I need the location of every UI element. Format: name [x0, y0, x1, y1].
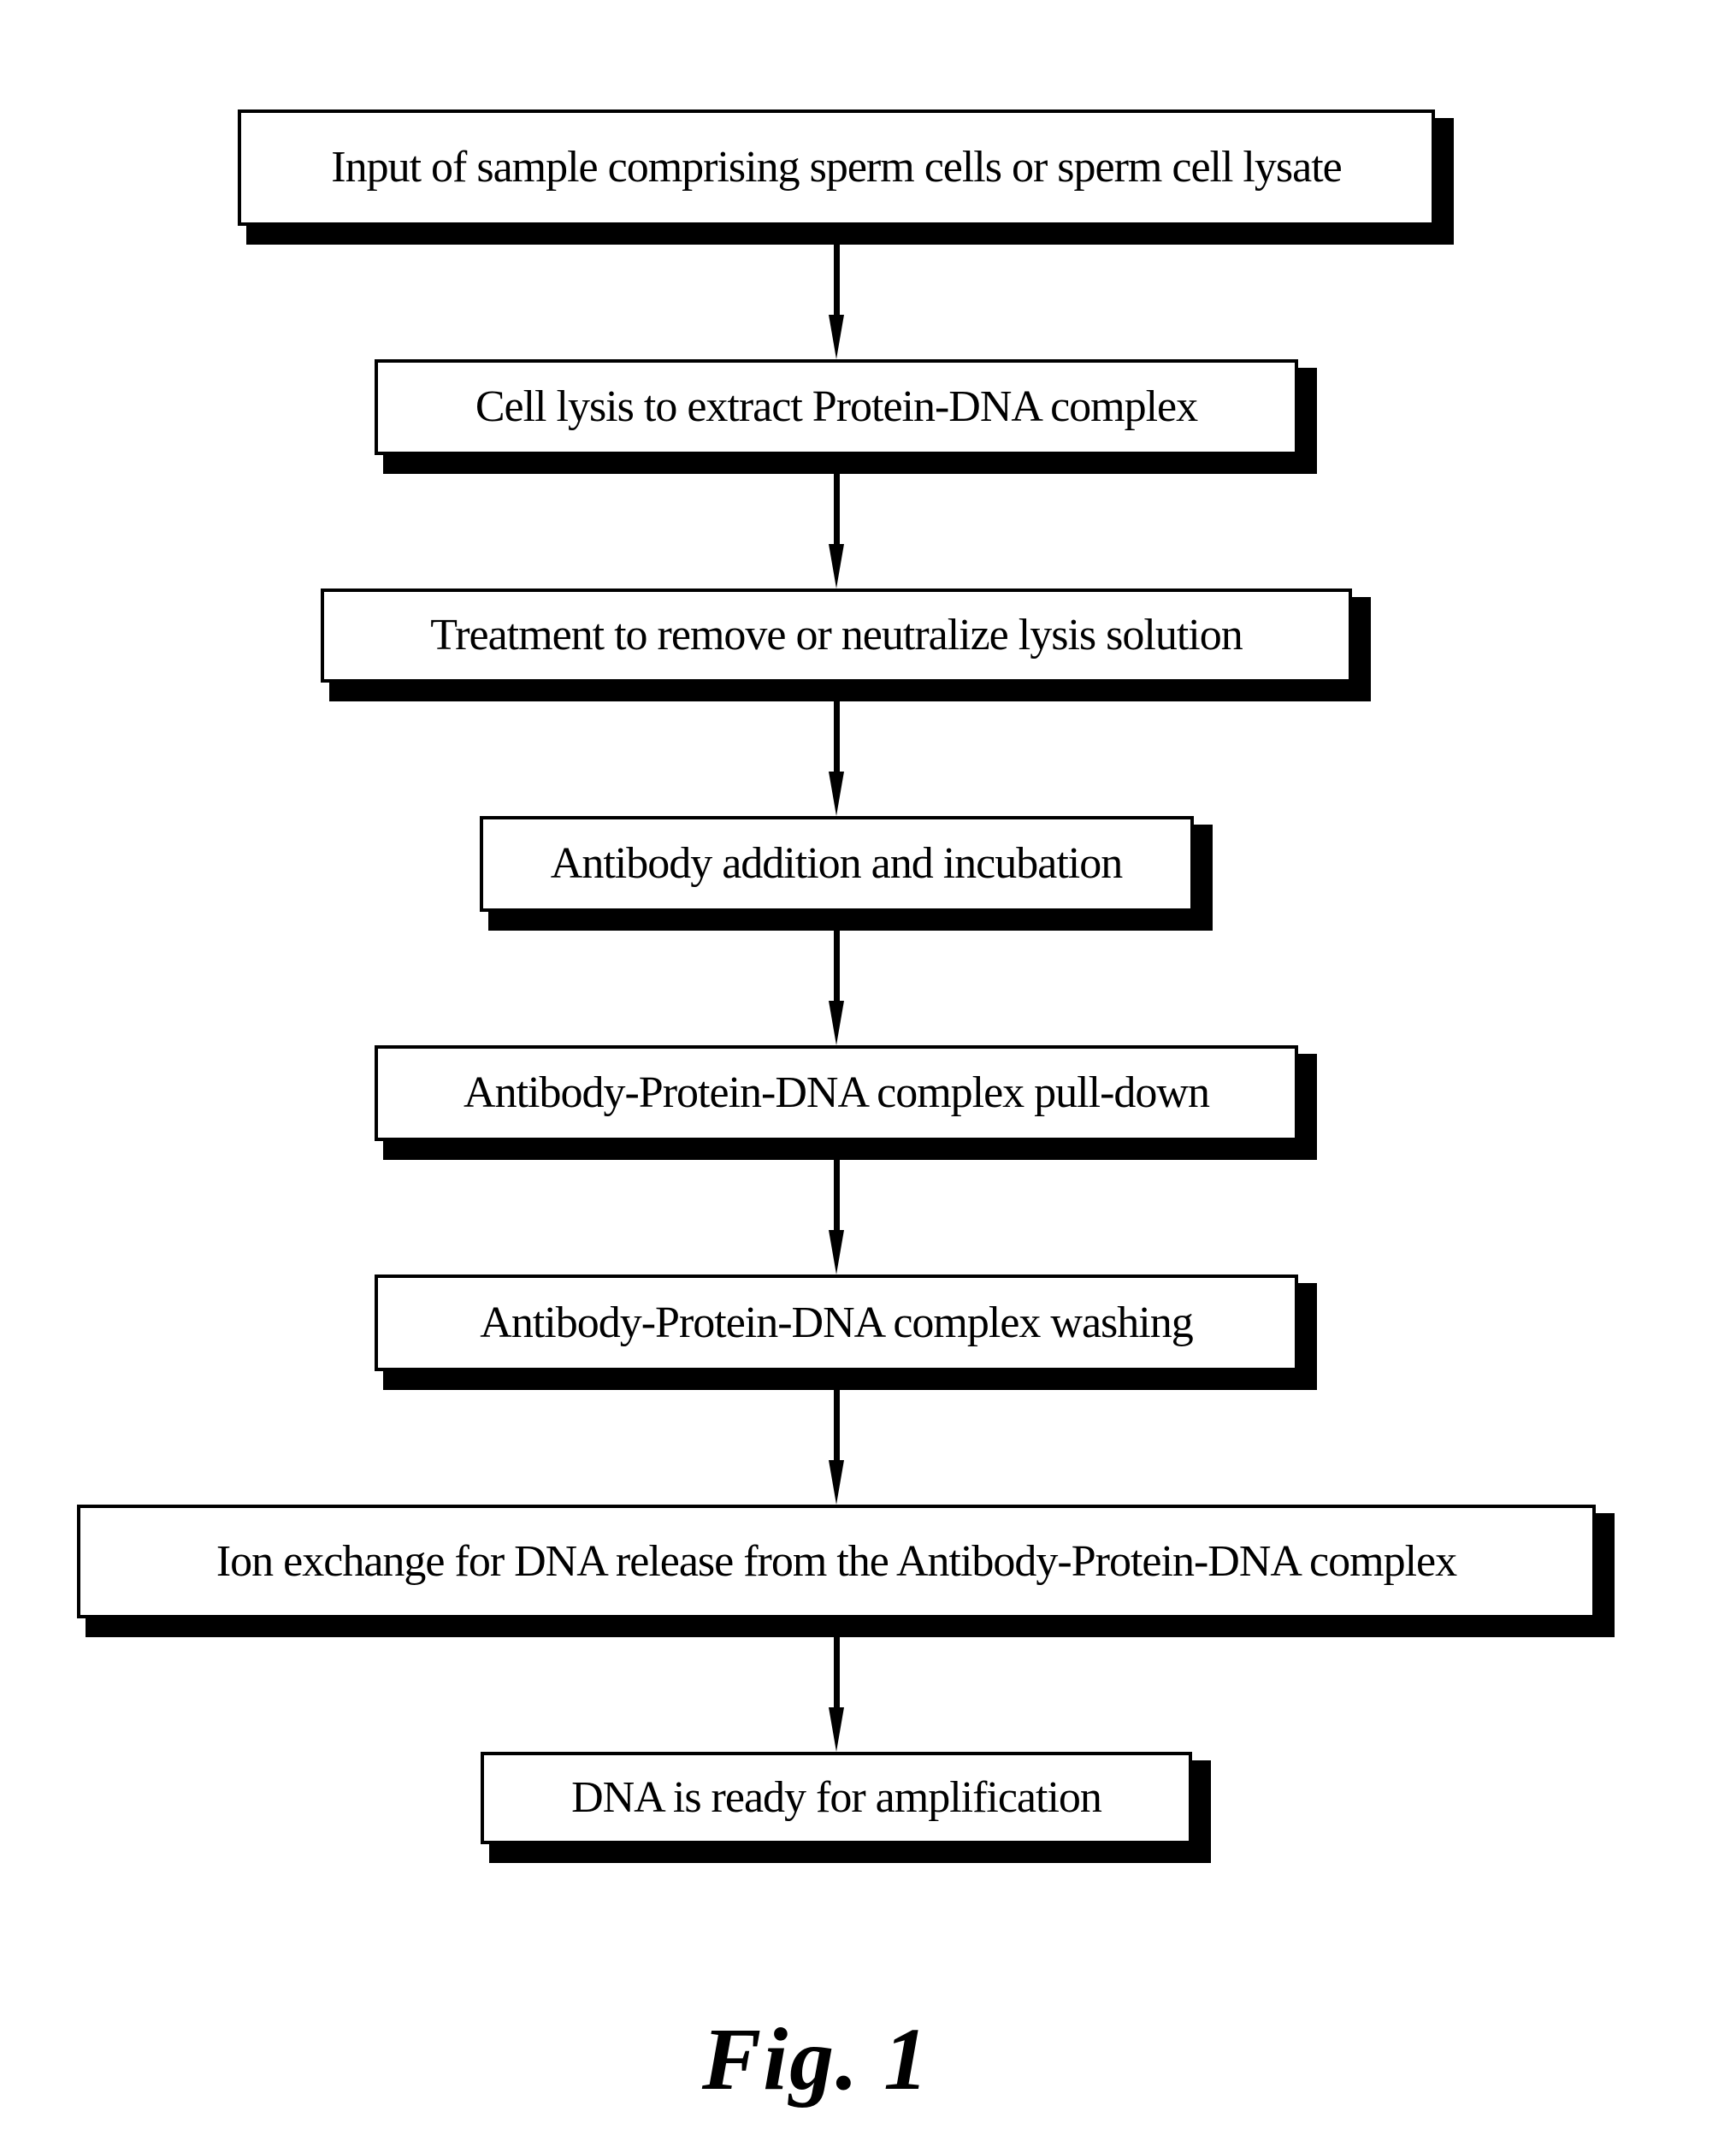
- arrow-line: [833, 912, 840, 1001]
- flow-step-6-label: Antibody-Protein-DNA complex washing: [480, 1298, 1193, 1347]
- flow-step-7: Ion exchange for DNA release from the An…: [77, 1505, 1596, 1618]
- flow-step-2-label: Cell lysis to extract Protein-DNA comple…: [475, 382, 1198, 431]
- arrowhead-down-icon: [829, 1001, 844, 1045]
- flow-step-4: Antibody addition and incubation: [479, 816, 1194, 912]
- arrow-down-connector-6: [829, 1371, 844, 1505]
- arrowhead-down-icon: [829, 772, 844, 816]
- flow-step-7-label: Ion exchange for DNA release from the An…: [216, 1536, 1457, 1586]
- arrow-line: [833, 683, 840, 772]
- arrowhead-down-icon: [829, 544, 844, 588]
- arrow-line: [833, 455, 840, 544]
- arrowhead-down-icon: [829, 1230, 844, 1275]
- arrow-line: [833, 226, 840, 315]
- arrow-down-connector-5: [829, 1141, 844, 1275]
- arrowhead-down-icon: [829, 1460, 844, 1505]
- flow-step-5-label: Antibody-Protein-DNA complex pull-down: [464, 1068, 1210, 1117]
- flow-step-1-label: Input of sample comprising sperm cells o…: [331, 143, 1342, 192]
- arrow-line: [833, 1371, 840, 1460]
- flow-step-4-label: Antibody addition and incubation: [550, 839, 1123, 888]
- flow-step-3-label: Treatment to remove or neutralize lysis …: [430, 611, 1243, 659]
- flow-step-6: Antibody-Protein-DNA complex washing: [375, 1275, 1298, 1371]
- arrow-down-connector-7: [829, 1618, 844, 1752]
- arrow-line: [833, 1141, 840, 1230]
- arrow-down-connector-1: [829, 226, 844, 359]
- figure-caption: Fig. 1: [701, 2010, 930, 2108]
- flow-step-8-label: DNA is ready for amplification: [571, 1773, 1102, 1822]
- flow-step-1: Input of sample comprising sperm cells o…: [238, 109, 1435, 226]
- flow-step-5: Antibody-Protein-DNA complex pull-down: [375, 1045, 1298, 1141]
- flow-step-2: Cell lysis to extract Protein-DNA comple…: [375, 359, 1298, 455]
- flow-step-3: Treatment to remove or neutralize lysis …: [321, 588, 1352, 683]
- arrow-line: [833, 1618, 840, 1707]
- flow-step-8: DNA is ready for amplification: [481, 1752, 1192, 1844]
- arrow-down-connector-2: [829, 455, 844, 588]
- arrowhead-down-icon: [829, 315, 844, 359]
- arrowhead-down-icon: [829, 1707, 844, 1752]
- arrow-down-connector-3: [829, 683, 844, 816]
- arrow-down-connector-4: [829, 912, 844, 1045]
- flowchart: Input of sample comprising sperm cells o…: [77, 109, 1596, 2108]
